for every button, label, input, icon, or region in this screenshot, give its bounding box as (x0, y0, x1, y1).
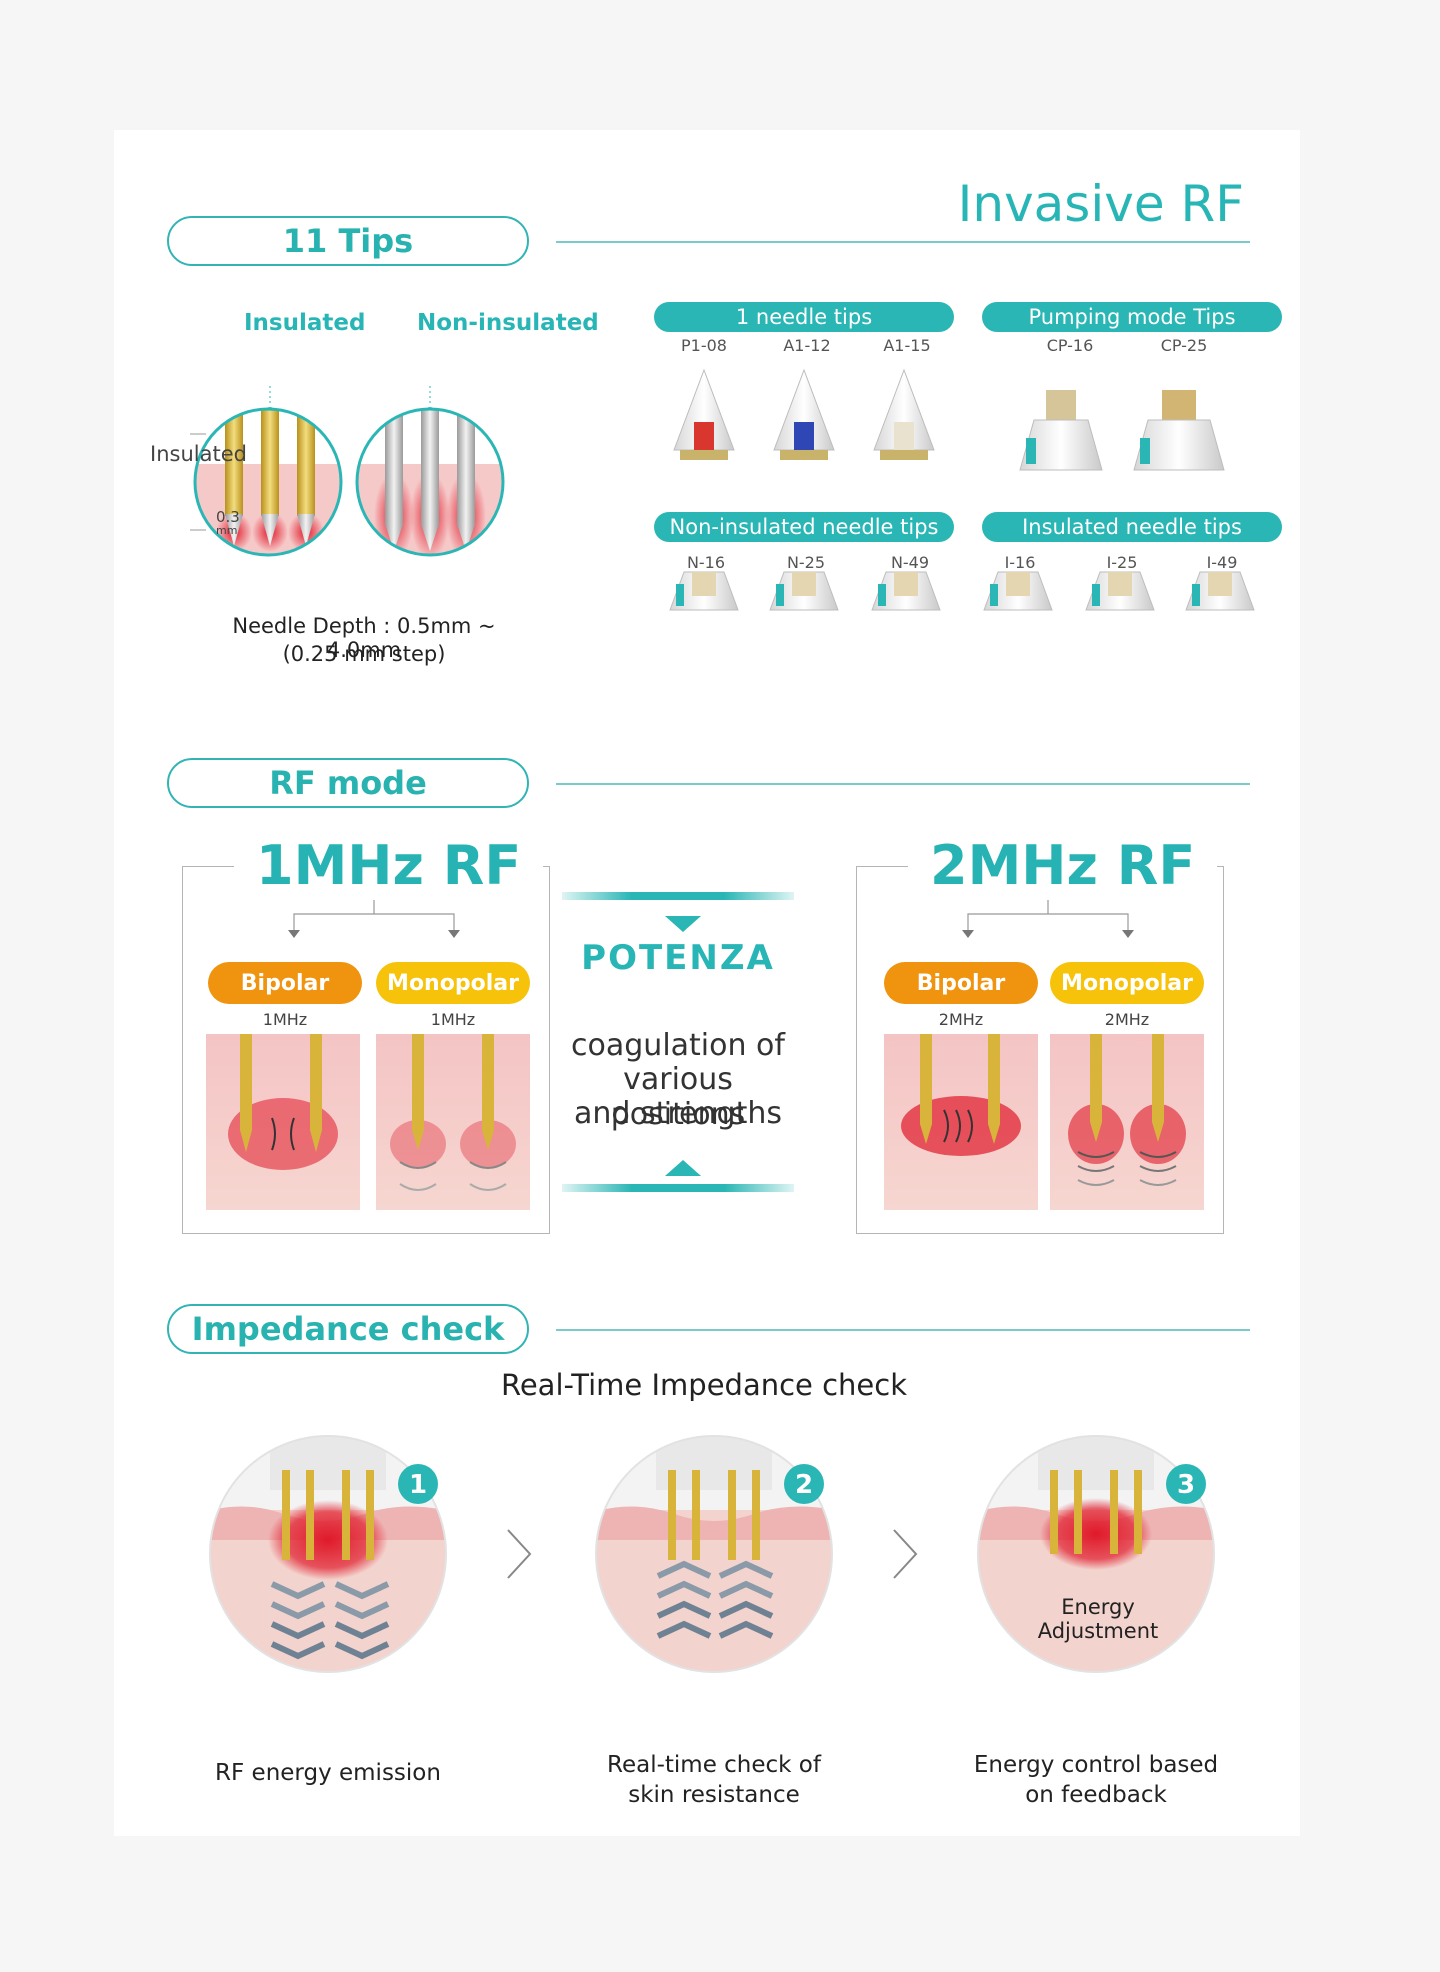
banner-1-needle-tips: 1 needle tips (654, 302, 954, 332)
tips-divider (556, 241, 1250, 243)
tip-n-16-icon (669, 571, 739, 611)
skin-monopolar-2mhz (1050, 1034, 1204, 1210)
freq-label-bipolar-1mhz: 1MHz (262, 1010, 308, 1029)
insulated-label: Insulated (244, 310, 366, 336)
tip-label-n-25: N-25 (786, 553, 826, 572)
tip-label-i-25: I-25 (1106, 553, 1138, 572)
freq-label-monopolar-1mhz: 1MHz (430, 1010, 476, 1029)
bipolar-pill-1mhz: Bipolar (208, 962, 362, 1004)
tip-label-a1-15: A1-15 (883, 336, 931, 355)
depth-unit: mm (216, 524, 238, 537)
middle-text-line1: coagulation of (571, 1028, 785, 1063)
step-2-caption-line1: Real-time check of (607, 1752, 821, 1778)
banner-non-insulated-tips: Non-insulated needle tips (654, 512, 954, 542)
step-2-badge (784, 1464, 824, 1504)
mode-arrows-1mhz (288, 900, 460, 938)
impedance-section-pill: Impedance check (167, 1304, 529, 1354)
up-arrow-icon (665, 1160, 701, 1176)
middle-bottom-bar (562, 1184, 794, 1192)
tip-images (669, 368, 1255, 611)
tip-p1-08-icon (673, 368, 735, 460)
tip-label-n-16: N-16 (686, 553, 726, 572)
impedance-divider (556, 1329, 1250, 1331)
step-3-caption-line2: on feedback (1025, 1782, 1167, 1808)
tip-n-49-icon (871, 571, 941, 611)
skin-bipolar-2mhz (884, 1034, 1038, 1210)
tip-label-cp-25: CP-25 (1160, 336, 1208, 355)
tip-i-25-icon (1085, 571, 1155, 611)
skin-bipolar-1mhz (206, 1034, 360, 1210)
brand-logo: POTENZA (581, 938, 775, 978)
step-2-caption-line2: skin resistance (628, 1782, 800, 1808)
freq-label-monopolar-2mhz: 2MHz (1104, 1010, 1150, 1029)
rf-section-pill: RF mode (167, 758, 529, 808)
tip-a1-15-icon (873, 368, 935, 460)
tip-label-a1-12: A1-12 (783, 336, 831, 355)
mode-arrows-2mhz (962, 900, 1134, 938)
needle-diagram (190, 386, 505, 557)
depth-mark: 0.3 (216, 508, 240, 526)
content-card: Invasive RF 11 Tips Insulated Non-insula… (114, 130, 1300, 1836)
monopolar-pill-2mhz: Monopolar (1050, 962, 1204, 1004)
tip-label-n-49: N-49 (890, 553, 930, 572)
non-insulated-label: Non-insulated (417, 310, 599, 336)
tip-cp-16-icon (1019, 390, 1103, 471)
step-3-overlay-line2: Adjustment (1038, 1619, 1159, 1643)
monopolar-pill-1mhz: Monopolar (376, 962, 530, 1004)
step-1-badge (398, 1464, 438, 1504)
needle-depth-text: Needle Depth : 0.5mm ~ 4.0mm (232, 614, 496, 662)
chevron-right-icon (893, 1529, 918, 1579)
insulated-side-label: Insulated (150, 442, 247, 466)
freq-label-bipolar-2mhz: 2MHz (938, 1010, 984, 1029)
page-title: Invasive RF (957, 175, 1244, 233)
impedance-subtitle: Real-Time Impedance check (500, 1368, 908, 1402)
step-2-number: 2 (795, 1470, 813, 1500)
needle-step-text: (0.25 mm step) (282, 642, 446, 666)
step-3-caption-line1: Energy control based (973, 1752, 1219, 1778)
step-3-badge (1166, 1464, 1206, 1504)
bipolar-pill-2mhz: Bipolar (884, 962, 1038, 1004)
step-1-number: 1 (409, 1470, 427, 1500)
step-3-overlay-line1: Energy (1061, 1595, 1135, 1619)
tip-i-49-icon (1185, 571, 1255, 611)
tip-n-25-icon (769, 571, 839, 611)
mode-title-2mhz: 2MHz RF (908, 836, 1218, 896)
tip-label-p1-08: P1-08 (681, 336, 727, 355)
rf-divider (556, 783, 1250, 785)
tip-i-16-icon (983, 571, 1053, 611)
tip-label-i-49: I-49 (1206, 553, 1238, 572)
tip-a1-12-icon (773, 368, 835, 460)
step-1-caption: RF energy emission (215, 1760, 441, 1786)
impedance-steps: 1 2 (209, 1435, 1215, 1673)
chevron-right-icon (507, 1529, 532, 1579)
banner-pumping-mode-tips: Pumping mode Tips (982, 302, 1282, 332)
tips-section-pill: 11 Tips (167, 216, 529, 266)
middle-top-bar (562, 892, 794, 900)
skin-monopolar-1mhz (376, 1034, 530, 1210)
middle-text-line3: and strengths (574, 1096, 782, 1131)
tip-label-i-16: I-16 (1004, 553, 1036, 572)
step-3-number: 3 (1177, 1470, 1195, 1500)
mode-title-1mhz: 1MHz RF (234, 836, 544, 896)
tip-cp-25-icon (1133, 390, 1225, 471)
down-arrow-icon (665, 916, 701, 932)
banner-insulated-tips: Insulated needle tips (982, 512, 1282, 542)
middle-text-line2: various positions (610, 1062, 746, 1132)
tip-label-cp-16: CP-16 (1046, 336, 1094, 355)
